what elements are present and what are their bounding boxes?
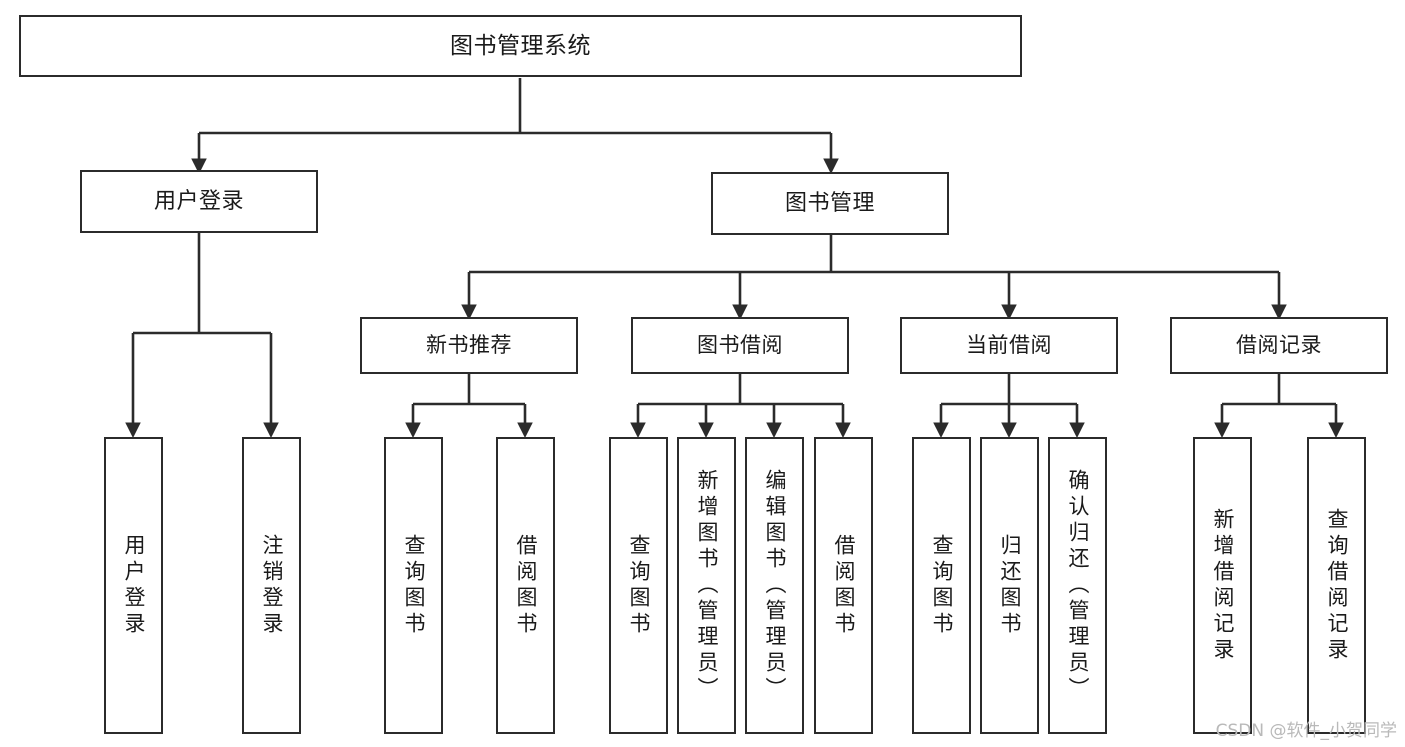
node-book-borrow[interactable]: 图书借阅 — [631, 317, 849, 374]
leaf-current-confirm-return[interactable]: 确认归还（管理员） — [1048, 437, 1107, 734]
node-root-label: 图书管理系统 — [450, 32, 591, 59]
leaf-user-login-logout-label: 注销登录 — [260, 533, 284, 638]
leaf-borrow-edit-book[interactable]: 编辑图书（管理员） — [745, 437, 804, 734]
leaf-recommend-borrow-book[interactable]: 借阅图书 — [496, 437, 555, 734]
node-borrow-record-label: 借阅记录 — [1236, 333, 1322, 358]
node-borrow-record[interactable]: 借阅记录 — [1170, 317, 1388, 374]
node-new-book-recommend-label: 新书推荐 — [426, 333, 512, 358]
leaf-recommend-query-book[interactable]: 查询图书 — [384, 437, 443, 734]
node-new-book-recommend[interactable]: 新书推荐 — [360, 317, 578, 374]
leaf-record-query-record-label: 查询借阅记录 — [1325, 507, 1349, 664]
leaf-recommend-borrow-book-label: 借阅图书 — [514, 533, 538, 638]
leaf-borrow-borrow-book-label: 借阅图书 — [832, 533, 856, 638]
leaf-borrow-add-book-label: 新增图书（管理员） — [695, 468, 719, 703]
node-book-management[interactable]: 图书管理 — [711, 172, 949, 235]
leaf-current-confirm-return-label: 确认归还（管理员） — [1066, 468, 1090, 703]
node-user-login[interactable]: 用户登录 — [80, 170, 318, 233]
leaf-record-add-record[interactable]: 新增借阅记录 — [1193, 437, 1252, 734]
csdn-watermark: CSDN @软件_小贺同学 — [1215, 721, 1397, 741]
node-book-borrow-label: 图书借阅 — [697, 333, 783, 358]
leaf-current-query-book-label: 查询图书 — [930, 533, 954, 638]
node-current-borrow[interactable]: 当前借阅 — [900, 317, 1118, 374]
node-current-borrow-label: 当前借阅 — [966, 333, 1052, 358]
leaf-current-return-book[interactable]: 归还图书 — [980, 437, 1039, 734]
node-book-management-label: 图书管理 — [784, 190, 875, 216]
leaf-record-add-record-label: 新增借阅记录 — [1211, 507, 1235, 664]
leaf-user-login-login[interactable]: 用户登录 — [104, 437, 163, 734]
node-root[interactable]: 图书管理系统 — [19, 15, 1022, 77]
leaf-user-login-login-label: 用户登录 — [122, 533, 146, 638]
leaf-borrow-query-book-label: 查询图书 — [627, 533, 651, 638]
leaf-current-query-book[interactable]: 查询图书 — [912, 437, 971, 734]
leaf-record-query-record[interactable]: 查询借阅记录 — [1307, 437, 1366, 734]
leaf-borrow-borrow-book[interactable]: 借阅图书 — [814, 437, 873, 734]
leaf-recommend-query-book-label: 查询图书 — [402, 533, 426, 638]
leaf-borrow-query-book[interactable]: 查询图书 — [609, 437, 668, 734]
leaf-user-login-logout[interactable]: 注销登录 — [242, 437, 301, 734]
node-user-login-label: 用户登录 — [153, 188, 244, 214]
leaf-borrow-edit-book-label: 编辑图书（管理员） — [763, 468, 787, 703]
leaf-borrow-add-book[interactable]: 新增图书（管理员） — [677, 437, 736, 734]
leaf-current-return-book-label: 归还图书 — [998, 533, 1022, 638]
